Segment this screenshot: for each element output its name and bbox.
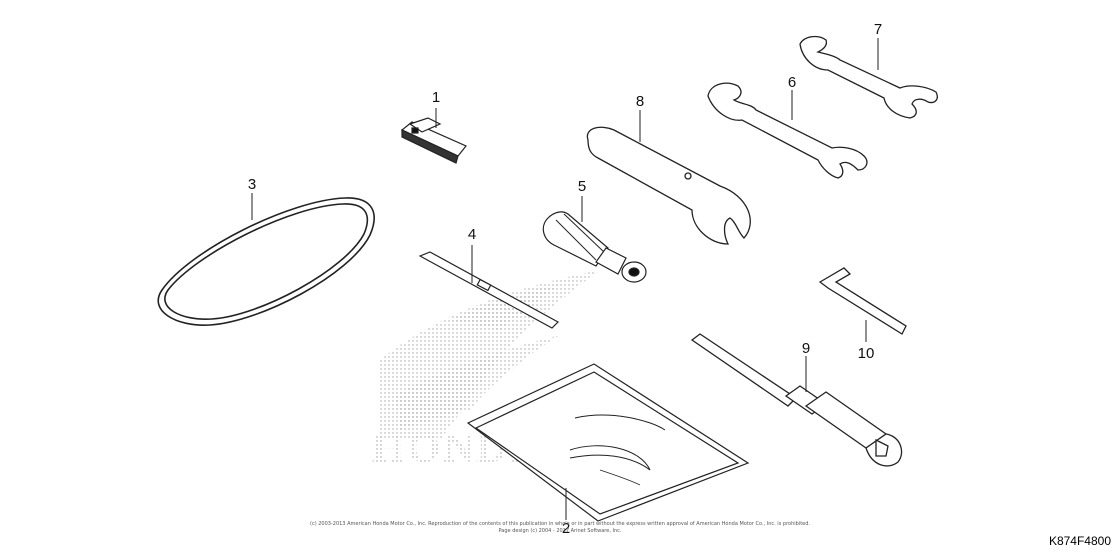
part-5-screwdriver-handle[interactable] xyxy=(542,196,647,283)
part-6-wrench[interactable] xyxy=(707,82,868,179)
callout-2: 2 xyxy=(561,520,571,537)
callout-7: 7 xyxy=(873,21,883,38)
callout-9: 9 xyxy=(801,340,811,357)
callout-3: 3 xyxy=(247,176,257,193)
part-2-documents[interactable] xyxy=(466,363,750,522)
callout-4: 4 xyxy=(467,226,477,243)
copyright-line-1: (c) 2003-2013 American Honda Motor Co., … xyxy=(310,521,810,527)
part-7-wrench[interactable] xyxy=(799,35,938,119)
callout-1: 1 xyxy=(431,89,441,106)
part-10-hex-key[interactable] xyxy=(818,267,907,342)
part-8-pin-spanner[interactable] xyxy=(586,110,751,245)
callout-6: 6 xyxy=(787,74,797,91)
part-3-belt[interactable] xyxy=(157,193,375,326)
part-9-plug-socket-wrench[interactable] xyxy=(690,333,903,467)
part-4-screwdriver-shaft[interactable] xyxy=(418,245,559,329)
callout-5: 5 xyxy=(577,178,587,195)
copyright-notice: (c) 2003-2013 American Honda Motor Co., … xyxy=(300,521,820,535)
callout-10: 10 xyxy=(857,345,875,362)
part-1-clip[interactable] xyxy=(400,108,467,164)
callout-8: 8 xyxy=(635,93,645,110)
diagram-code: K874F4800 xyxy=(1048,534,1111,548)
copyright-line-2: Page design (c) 2004 - 2017 Arinet Softw… xyxy=(498,528,622,534)
